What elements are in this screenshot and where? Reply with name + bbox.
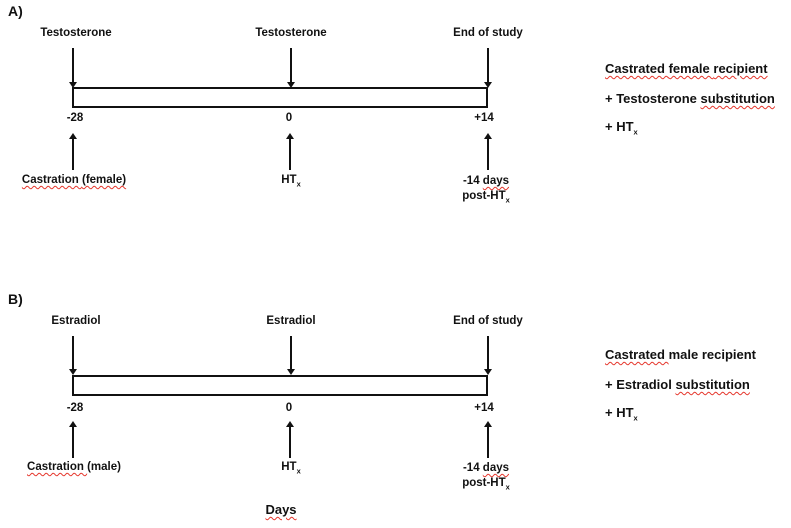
- post-htx-label-a: -14 days post-HTx: [462, 174, 510, 204]
- arrow-shaft: [290, 336, 292, 370]
- castration-word: Castration: [21, 174, 82, 186]
- end-of-study-arrow-b: [483, 336, 493, 375]
- arrow-shaft: [72, 138, 74, 170]
- days-word: days: [482, 462, 510, 474]
- side-note-b-line1: Castrated male recipient: [605, 347, 756, 362]
- side-note-b-line3: + HTx: [605, 405, 638, 423]
- castration-label-b: Castration (male): [27, 461, 121, 474]
- arrowhead-down-icon: [69, 369, 77, 375]
- side-subscript: x: [633, 127, 638, 137]
- side-note-a-line2: + Testosterone substitution: [605, 91, 775, 106]
- tick-label-plus14-b: +14: [474, 402, 494, 414]
- post-htx-label-b: -14 days post-HTx: [462, 461, 510, 491]
- castration-sex-word: (male): [87, 461, 121, 473]
- tick-label-minus28-a: -28: [66, 112, 84, 124]
- minus14-text: -14: [462, 175, 483, 187]
- post-htx-line1: -14 days: [462, 174, 510, 189]
- tick-label-plus14-a: +14: [474, 112, 494, 124]
- arrow-shaft: [487, 336, 489, 370]
- arrowhead-up-icon: [69, 133, 77, 139]
- tick-label-zero-b: 0: [285, 402, 293, 414]
- post-htx-base: post-HT: [462, 477, 506, 489]
- side-note-a-line1: Castrated female recipient: [605, 61, 768, 76]
- timeline-bar-b: [72, 375, 488, 396]
- panel-a-label: A): [8, 3, 23, 19]
- castration-sex-word: (female): [81, 174, 127, 186]
- side-text: + Testosterone: [605, 91, 701, 106]
- event-arrow-htx-b: [285, 421, 295, 458]
- arrow-shaft: [487, 138, 489, 170]
- end-of-study-label-a: End of study: [453, 27, 523, 39]
- event-arrow-postht-b: [483, 421, 493, 458]
- event-arrow-postht-a: [483, 133, 493, 170]
- side-text: + HT: [605, 119, 634, 134]
- side-word: Castrated: [605, 347, 669, 362]
- post-htx-subscript: x: [505, 482, 510, 492]
- arrow-shaft: [289, 138, 291, 170]
- arrow-shaft: [72, 336, 74, 370]
- side-word: substitution: [700, 91, 775, 106]
- post-htx-subscript: x: [505, 195, 510, 205]
- side-text: + Estradiol: [605, 377, 676, 392]
- injection-arrow-start-b: [68, 336, 78, 375]
- side-text: male recipient: [668, 347, 757, 362]
- post-htx-line1: -14 days: [462, 461, 510, 476]
- treatment-label-mid-a: Testosterone: [255, 27, 327, 39]
- minus14-text: -14: [462, 462, 483, 474]
- side-note-b-line2: + Estradiol substitution: [605, 377, 750, 392]
- injection-arrow-mid-a: [286, 48, 296, 88]
- side-word: substitution: [675, 377, 750, 392]
- days-word: days: [482, 175, 510, 187]
- end-of-study-arrow-a: [483, 48, 493, 88]
- axis-label-days: Days: [265, 502, 296, 517]
- htx-base: HT: [281, 174, 297, 186]
- side-word: recipient: [713, 61, 768, 76]
- htx-subscript: x: [296, 179, 301, 189]
- event-arrow-castration-b: [68, 421, 78, 458]
- injection-arrow-mid-b: [286, 336, 296, 375]
- post-htx-base: post-HT: [462, 190, 506, 202]
- arrow-shaft: [289, 426, 291, 458]
- arrowhead-down-icon: [287, 82, 295, 88]
- arrowhead-up-icon: [484, 421, 492, 427]
- arrowhead-down-icon: [69, 82, 77, 88]
- tick-label-zero-a: 0: [285, 112, 293, 124]
- treatment-label-start-b: Estradiol: [51, 315, 101, 327]
- arrowhead-up-icon: [286, 133, 294, 139]
- side-word: Castrated: [605, 61, 669, 76]
- arrowhead-down-icon: [484, 369, 492, 375]
- castration-word: Castration: [27, 461, 88, 473]
- htx-label-a: HTx: [281, 174, 301, 189]
- side-word: female: [668, 61, 714, 76]
- arrowhead-down-icon: [287, 369, 295, 375]
- arrow-shaft: [487, 426, 489, 458]
- treatment-label-start-a: Testosterone: [40, 27, 112, 39]
- post-htx-line2: post-HTx: [462, 189, 510, 204]
- panel-b-label: B): [8, 291, 23, 307]
- post-htx-line2: post-HTx: [462, 476, 510, 491]
- event-arrow-htx-a: [285, 133, 295, 170]
- arrowhead-down-icon: [484, 82, 492, 88]
- htx-subscript: x: [296, 466, 301, 476]
- days-axis-word: Days: [265, 502, 297, 517]
- side-subscript: x: [633, 413, 638, 423]
- arrowhead-up-icon: [484, 133, 492, 139]
- treatment-label-mid-b: Estradiol: [266, 315, 316, 327]
- event-arrow-castration-a: [68, 133, 78, 170]
- arrow-shaft: [72, 426, 74, 458]
- castration-label-a: Castration (female): [22, 174, 126, 187]
- arrow-shaft: [290, 48, 292, 83]
- arrow-shaft: [487, 48, 489, 83]
- arrowhead-up-icon: [69, 421, 77, 427]
- arrow-shaft: [72, 48, 74, 83]
- htx-base: HT: [281, 461, 297, 473]
- injection-arrow-start-a: [68, 48, 78, 88]
- timeline-bar-a: [72, 87, 488, 108]
- arrowhead-up-icon: [286, 421, 294, 427]
- htx-label-b: HTx: [281, 461, 301, 476]
- side-note-a-line3: + HTx: [605, 119, 638, 137]
- tick-label-minus28-b: -28: [66, 402, 84, 414]
- side-text: + HT: [605, 405, 634, 420]
- end-of-study-label-b: End of study: [453, 315, 523, 327]
